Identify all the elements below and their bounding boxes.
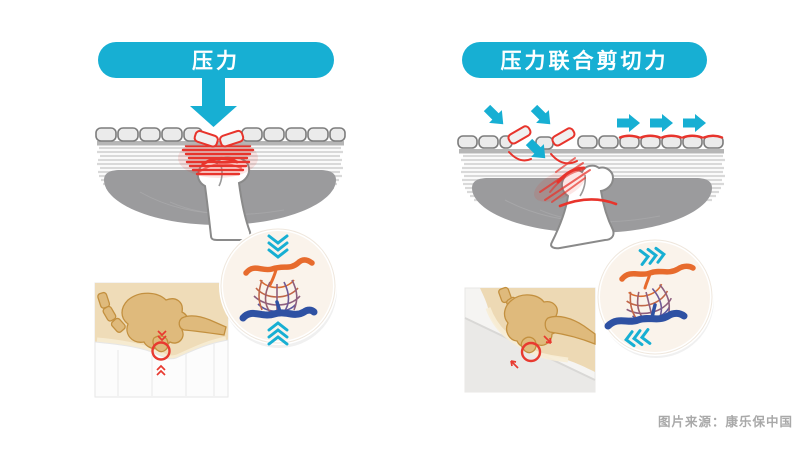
pressure-point-arrows-icon [156,330,167,376]
vein [604,303,688,330]
pressure-shear-title-label: 压力联合剪切力 [500,50,669,73]
shear-diagram [457,104,725,393]
pressure-down-arrow-icon [190,78,237,127]
shear-right-arrow-icon [650,114,673,132]
shear-point-arrows-icon [510,335,552,369]
basement-strip [459,149,724,154]
vessel-shear-magnifier [596,238,714,358]
cell-shear-marks [508,134,724,165]
shear-damage [534,157,618,208]
shear-arrows [483,104,706,159]
compress-chevrons-up-icon [267,321,289,346]
artery [619,263,696,290]
vein [239,300,318,322]
compress-chevrons-down-icon [267,234,289,259]
pressure-title-label: 压力 [192,50,240,73]
compressed-skin-cells [193,129,245,148]
skin-cells [95,127,346,142]
pressure-diagram [94,78,346,398]
image-source-credit: 图片来源：康乐保中国 [658,415,794,429]
shear-diagonal-arrow-icon [483,104,504,125]
tilted-skin-cells [507,125,576,147]
shear-chevrons-right-icon [638,246,666,266]
shear-right-arrow-icon [683,114,706,132]
lying-pelvis-inset [94,282,229,398]
vessel-compression-magnifier [219,227,337,348]
compression-damage [178,138,258,178]
artery [243,257,315,287]
pressure-title-pill: 压力 [98,42,334,78]
skin-cells [457,135,724,150]
shear-chevrons-left-icon [624,328,652,348]
pressure-shear-title-pill: 压力联合剪切力 [462,42,707,78]
sitting-pelvis-inset [464,286,596,393]
pressure-point-circle [151,341,171,361]
shear-point-circle [520,341,542,363]
shear-diagonal-arrow-icon [525,138,546,159]
shear-right-arrow-icon [617,114,640,132]
shear-diagonal-arrow-icon [530,104,551,125]
